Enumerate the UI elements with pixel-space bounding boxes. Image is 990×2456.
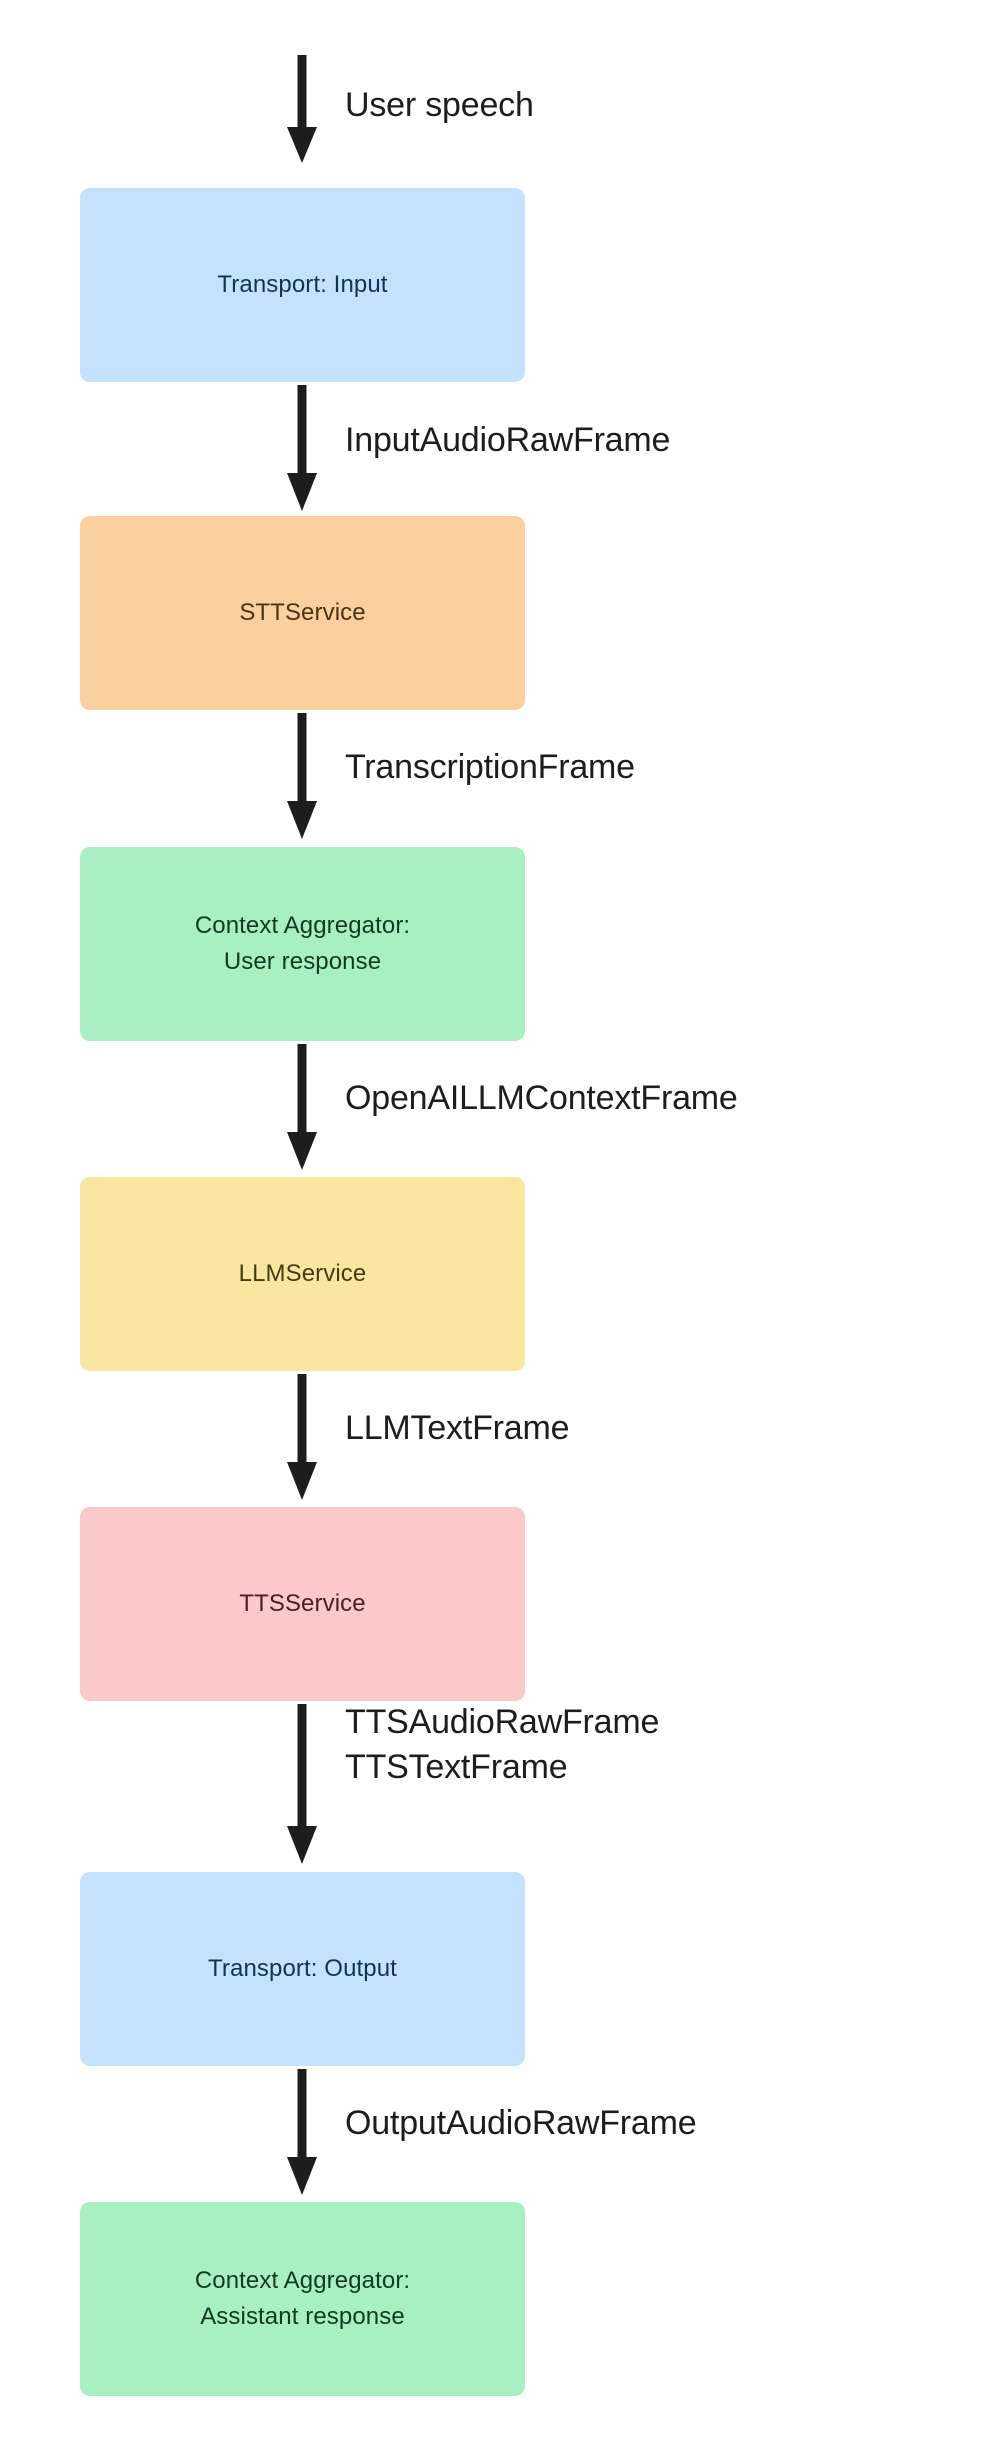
node-transport-output[interactable]: Transport: Output [80, 1872, 525, 2066]
node-tts-service[interactable]: TTSService [80, 1507, 525, 1701]
edge-label-input-audio-raw-frame: InputAudioRawFrame [345, 421, 671, 459]
edge-label-user-speech: User speech [345, 86, 534, 124]
arrow-transcription-frame [286, 713, 318, 841]
node-stt-service[interactable]: STTService [80, 516, 525, 710]
edge-label-llm-text-frame: LLMTextFrame [345, 1409, 570, 1447]
node-context-aggregator-assistant[interactable]: Context Aggregator: Assistant response [80, 2202, 525, 2396]
arrow-user-speech [286, 55, 318, 165]
edge-label-output-audio-raw-frame: OutputAudioRawFrame [345, 2104, 697, 2142]
edge-label-tts-audio-text-frame: TTSAudioRawFrame TTSTextFrame [345, 1703, 660, 1786]
arrow-tts-audio-text-frame [286, 1704, 318, 1866]
node-label: Transport: Input [217, 271, 388, 298]
arrow-input-audio-raw-frame [286, 385, 318, 513]
node-label: Context Aggregator: User response [194, 912, 411, 975]
edge-label-openai-llm-context-frame: OpenAILLMContextFrame [345, 1079, 738, 1117]
arrow-openai-llm-context-frame [286, 1044, 318, 1172]
node-label: STTService [239, 599, 366, 626]
node-label: Context Aggregator: Assistant response [194, 2267, 411, 2330]
node-context-aggregator-user[interactable]: Context Aggregator: User response [80, 847, 525, 1041]
node-llm-service[interactable]: LLMService [80, 1177, 525, 1371]
node-label: LLMService [238, 1260, 367, 1287]
edge-label-transcription-frame: TranscriptionFrame [345, 748, 635, 786]
arrow-llm-text-frame [286, 1374, 318, 1502]
node-label: Transport: Output [208, 1955, 397, 1982]
node-label: TTSService [239, 1590, 366, 1617]
arrow-output-audio-raw-frame [286, 2069, 318, 2197]
node-transport-input[interactable]: Transport: Input [80, 188, 525, 382]
